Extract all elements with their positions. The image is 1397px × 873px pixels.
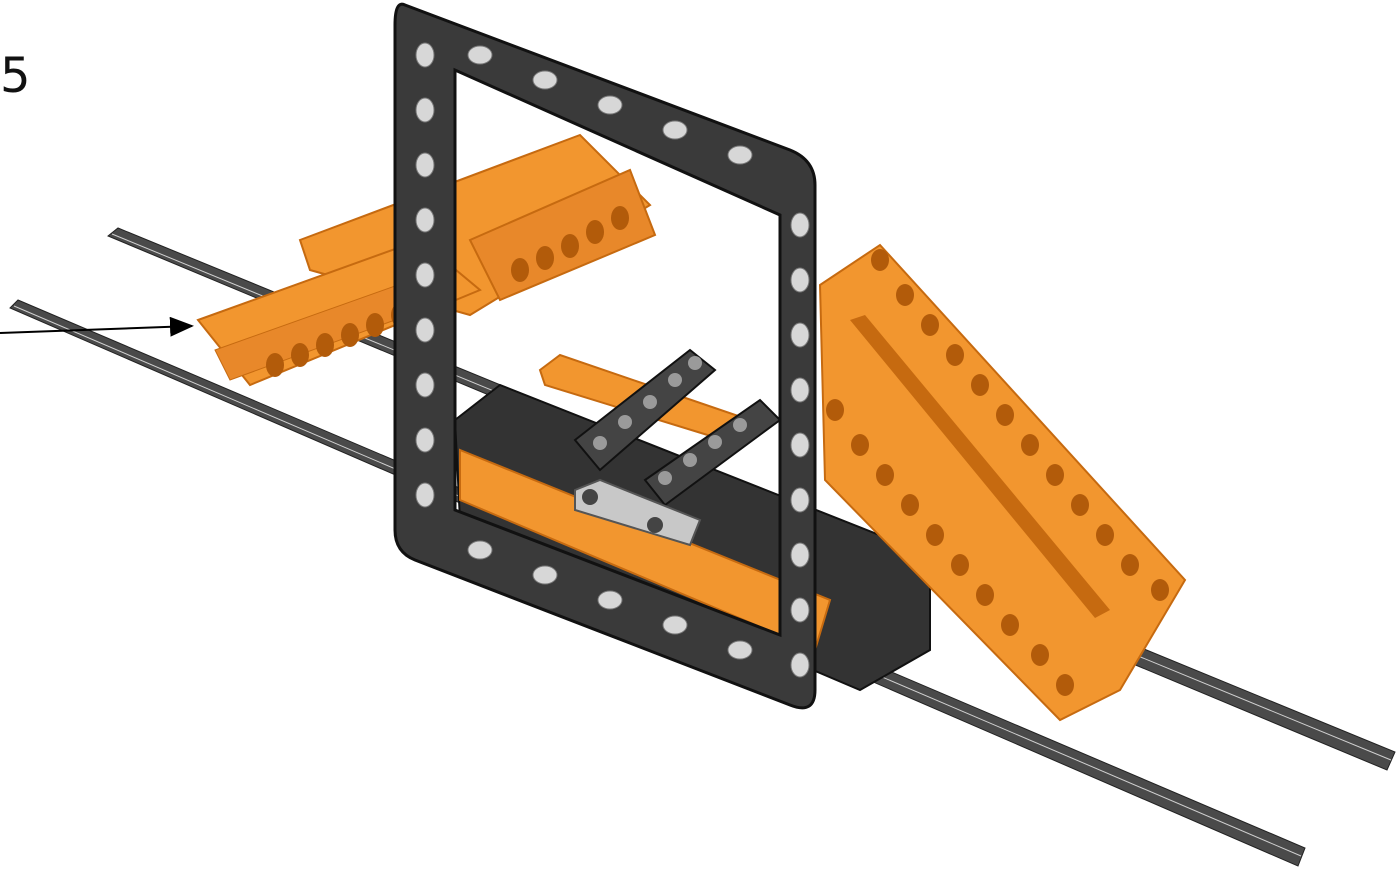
insertion-arrow	[0, 326, 192, 333]
